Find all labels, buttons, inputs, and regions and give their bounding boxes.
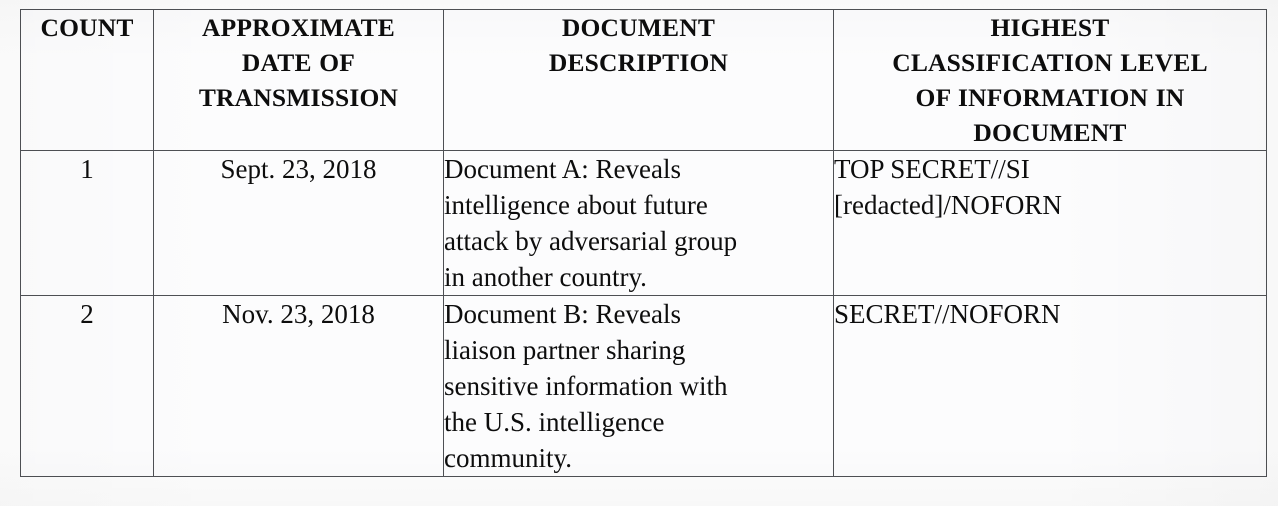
cell-classification-value: SECRET//NOFORN xyxy=(834,299,1061,329)
cell-count: 2 xyxy=(20,295,154,477)
cell-count-value: 1 xyxy=(80,154,94,184)
column-header-count: COUNT xyxy=(20,9,154,151)
table-row: 2 Nov. 23, 2018 Document B: Reveals liai… xyxy=(20,295,1267,477)
cell-date: Sept. 23, 2018 xyxy=(153,150,444,296)
cell-description: Document A: Reveals intelligence about f… xyxy=(443,150,834,296)
cell-count: 1 xyxy=(20,150,154,296)
cell-date-value: Sept. 23, 2018 xyxy=(220,154,377,184)
cell-classification-value: TOP SECRET//SI [redacted]/NOFORN xyxy=(834,154,1062,220)
table-body: 1 Sept. 23, 2018 Document A: Reveals int… xyxy=(20,150,1267,477)
cell-date: Nov. 23, 2018 xyxy=(153,295,444,477)
column-header-date-label: APPROXIMATE DATE OF TRANSMISSION xyxy=(198,13,399,112)
table-header: COUNT APPROXIMATE DATE OF TRANSMISSION D… xyxy=(20,9,1267,151)
classified-document-counts-table: COUNT APPROXIMATE DATE OF TRANSMISSION D… xyxy=(20,9,1267,477)
table-row: 1 Sept. 23, 2018 Document A: Reveals int… xyxy=(20,150,1267,296)
cell-date-value: Nov. 23, 2018 xyxy=(222,299,375,329)
cell-description-value: Document B: Reveals liaison partner shar… xyxy=(444,299,728,473)
table-header-row: COUNT APPROXIMATE DATE OF TRANSMISSION D… xyxy=(20,9,1267,151)
cell-description-value: Document A: Reveals intelligence about f… xyxy=(444,154,738,292)
column-header-classification-label: HIGHEST CLASSIFICATION LEVEL OF INFORMAT… xyxy=(892,13,1208,147)
column-header-description: DOCUMENT DESCRIPTION xyxy=(443,9,834,151)
column-header-classification: HIGHEST CLASSIFICATION LEVEL OF INFORMAT… xyxy=(833,9,1267,151)
column-header-count-label: COUNT xyxy=(40,13,134,42)
cell-classification: SECRET//NOFORN xyxy=(833,295,1267,477)
cell-count-value: 2 xyxy=(80,299,94,329)
column-header-description-label: DOCUMENT DESCRIPTION xyxy=(548,13,729,77)
cell-classification: TOP SECRET//SI [redacted]/NOFORN xyxy=(833,150,1267,296)
table-container: COUNT APPROXIMATE DATE OF TRANSMISSION D… xyxy=(20,9,1267,491)
column-header-date: APPROXIMATE DATE OF TRANSMISSION xyxy=(153,9,444,151)
cell-description: Document B: Reveals liaison partner shar… xyxy=(443,295,834,477)
